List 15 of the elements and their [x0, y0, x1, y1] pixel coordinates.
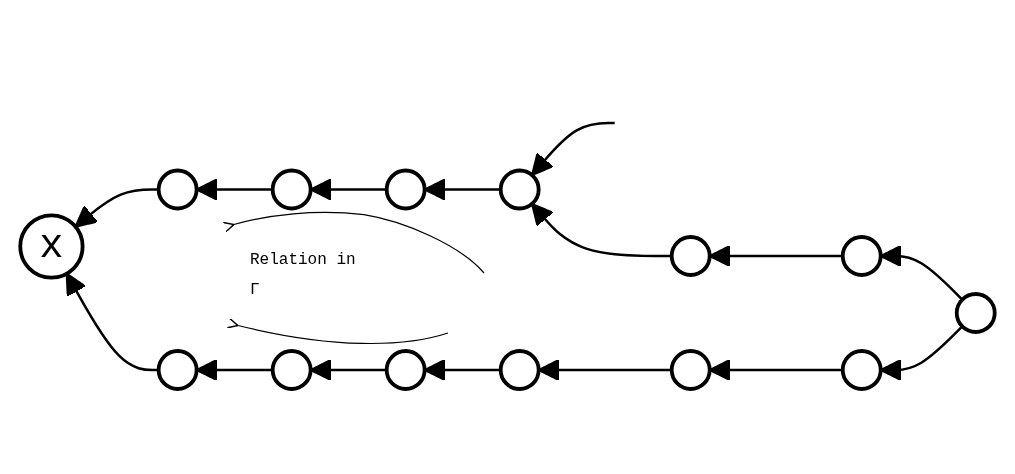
node-circle [840, 235, 883, 277]
node-circle [954, 292, 997, 334]
node-circle [498, 168, 541, 211]
node-circle [270, 168, 313, 211]
node-circle [669, 349, 712, 391]
node-circle: x [18, 213, 85, 280]
node-circle [156, 349, 199, 391]
node-circle [498, 349, 541, 391]
arrow [531, 121, 615, 177]
node-circle [156, 168, 199, 211]
node-circle [384, 349, 427, 391]
node-circle [270, 349, 313, 391]
node-circle [840, 349, 883, 391]
node-circle [669, 235, 712, 277]
node-circle [384, 168, 427, 211]
